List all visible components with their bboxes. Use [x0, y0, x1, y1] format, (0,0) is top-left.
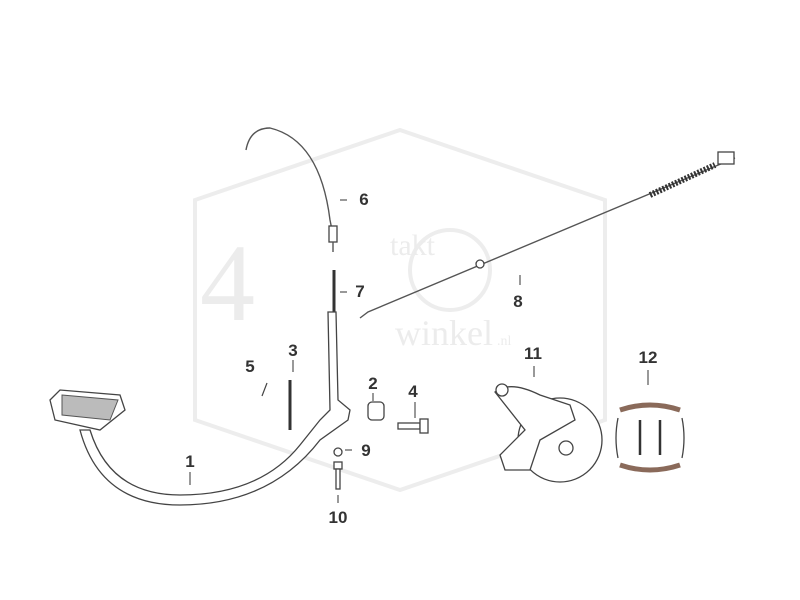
callout-8: 8: [513, 292, 523, 311]
part-11-brake-anchor-plate: [494, 383, 603, 483]
part-4-bolt: [397, 418, 429, 434]
callout-6: 6: [359, 190, 369, 209]
svg-text:.nl: .nl: [497, 334, 512, 349]
callout-11: 11: [524, 344, 542, 363]
callout-7: 7: [355, 282, 365, 301]
callout-1: 1: [185, 452, 195, 471]
callout-3: 3: [288, 341, 298, 360]
callout-12: 12: [638, 348, 658, 367]
svg-text:takt: takt: [390, 229, 436, 262]
part-1-brake-pedal: [49, 311, 351, 506]
part-9-washer: [333, 447, 343, 457]
callout-2: 2: [368, 374, 378, 393]
callout-5: 5: [245, 357, 255, 376]
part-6-brake-cable: [245, 127, 338, 252]
callout-4: 4: [408, 382, 418, 401]
part-12-brake-shoes: [615, 402, 685, 473]
svg-text:winkel: winkel: [395, 313, 493, 353]
svg-text:4: 4: [200, 222, 255, 344]
callout-10: 10: [328, 508, 348, 527]
part-5-pin: [261, 382, 268, 397]
part-10-bolt: [333, 461, 343, 490]
watermark-logo: 4 takt winkel .nl: [193, 127, 607, 493]
callout-9: 9: [361, 441, 371, 460]
part-2-bushing: [367, 401, 385, 421]
leader-lines: [189, 199, 649, 503]
part-8-brake-rod: [359, 151, 736, 319]
